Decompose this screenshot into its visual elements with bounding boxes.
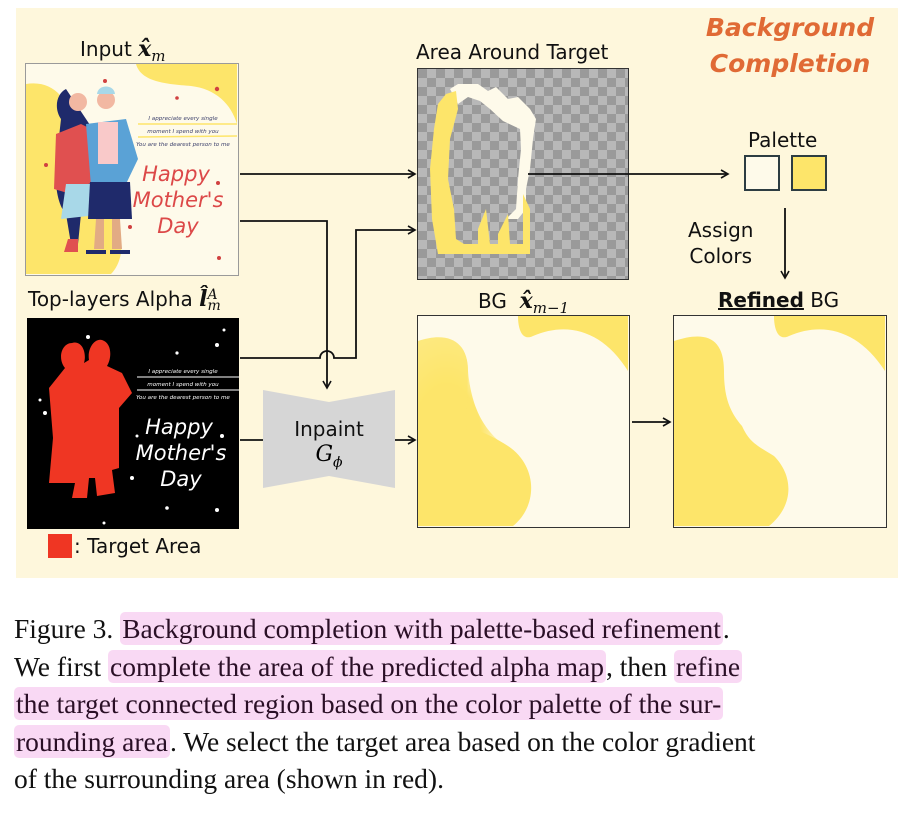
target-area-silhouette (49, 339, 132, 498)
figure-title-line2: Completion (709, 49, 871, 78)
input-card-title-3: Day (157, 214, 199, 238)
alpha-card-illustration: I appreciate every single moment I spend… (38, 328, 239, 525)
refined-bg-image (673, 315, 887, 528)
refined-label: Refined BG (718, 288, 840, 312)
caption-line: the target connected region based on the… (14, 685, 904, 723)
input-card-text-3: You are the dearest person to me (136, 142, 230, 148)
caption-text: of the surrounding area (shown in red). (14, 763, 444, 794)
figure-title-line1: Background (705, 13, 875, 42)
input-image: I appreciate every single moment I spend… (25, 63, 239, 276)
area-around-mask (430, 84, 536, 254)
alpha-card-text-2: moment I spend with you (147, 382, 219, 388)
input-card-text-1: I appreciate every single (148, 116, 218, 122)
legend-label: : Target Area (74, 534, 202, 558)
bg-image (417, 315, 630, 528)
legend-red-swatch (48, 534, 72, 558)
inpaint-math: Gϕ (315, 442, 343, 471)
palette-swatch-light (744, 155, 780, 191)
caption-highlight: complete the area of the predicted alpha… (108, 649, 607, 683)
input-card-title-1: Happy (142, 162, 210, 186)
alpha-math: l̂ (199, 286, 208, 312)
caption-text: We first (14, 650, 109, 682)
inpaint-label: Inpaint (294, 417, 364, 441)
palette-label: Palette (748, 128, 818, 152)
bg-math: x̂ (519, 288, 533, 314)
caption-text: Figure 3. (14, 613, 121, 644)
input-card-illustration: I appreciate every single moment I spend… (26, 64, 238, 275)
alpha-card-text-3: You are the dearest person to me (136, 395, 230, 401)
alpha-card-title-3: Day (160, 467, 202, 491)
caption-text: . (722, 613, 730, 644)
caption-line: We first complete the area of the predic… (14, 648, 904, 686)
caption-highlight: Background completion with palette-based… (120, 612, 723, 645)
area-around-label: Area Around Target (416, 40, 609, 64)
caption-text: . We select the target area based on the… (169, 725, 756, 757)
caption-highlight: rounding area (14, 724, 170, 758)
caption-line: rounding area. We select the target area… (14, 723, 904, 761)
inpaint-module: Inpaint Gϕ (263, 390, 395, 488)
area-around-image (417, 68, 629, 280)
input-label: Input x̂m (80, 36, 166, 65)
input-card-title-2: Mother's (133, 188, 224, 212)
bg-inpainted-illustration (418, 316, 628, 526)
caption-text: , then (606, 650, 674, 682)
bg-label: BG x̂m−1 (478, 288, 570, 317)
caption-highlight: refine (674, 649, 743, 683)
alpha-card-title-2: Mother's (136, 441, 227, 465)
alpha-image: I appreciate every single moment I spend… (27, 318, 239, 529)
caption-highlight: the target connected region based on the… (14, 687, 724, 720)
caption-line: of the surrounding area (shown in red). (14, 760, 904, 798)
input-card-text-2: moment I spend with you (147, 129, 219, 135)
refined-bg-illustration (674, 316, 885, 526)
inpaint-hourglass-shape (263, 390, 395, 488)
alpha-card-title-1: Happy (145, 415, 213, 439)
palette-swatch-yellow (791, 155, 827, 191)
legend-target-area: : Target Area (48, 534, 201, 558)
input-math: x̂ (138, 36, 152, 62)
alpha-card-text-1: I appreciate every single (148, 369, 218, 375)
figure-title: Background Completion (692, 10, 888, 82)
assign-colors-label: Assign Colors (688, 218, 754, 268)
figure-caption: Figure 3. Background completion with pal… (14, 610, 904, 798)
caption-line: Figure 3. Background completion with pal… (14, 610, 904, 648)
